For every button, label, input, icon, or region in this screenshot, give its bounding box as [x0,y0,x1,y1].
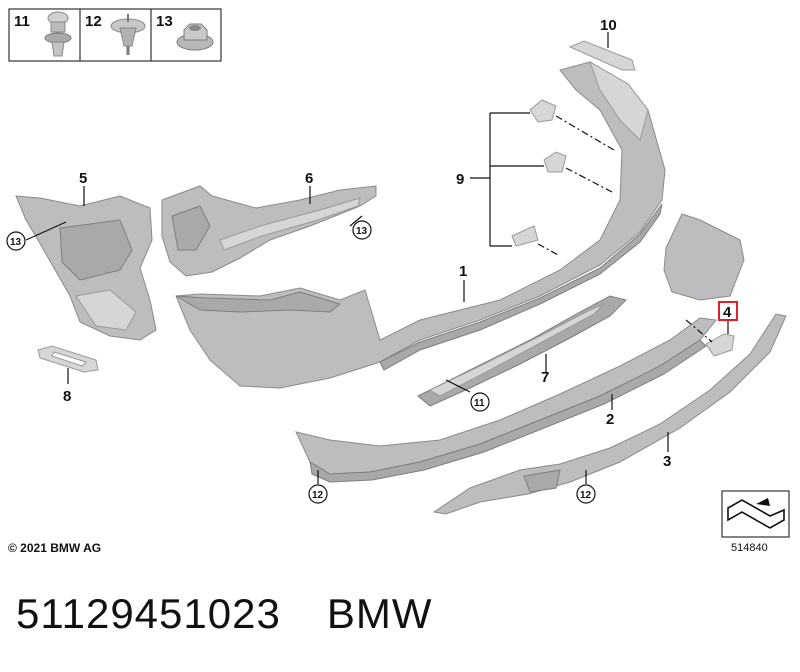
part-3-diffuser [432,313,787,515]
legend-number-12: 12 [85,13,102,30]
callout-circled-12-left: 12 [312,490,324,501]
callout-10: 10 [600,17,617,34]
callout-circled-12-right: 12 [580,490,592,501]
callout-2: 2 [606,411,614,428]
expanding-rivet-12-icon [110,14,146,55]
part-5-left-bracket [15,195,157,341]
caption: 51129451023 BMW [16,590,432,638]
callout-circled-13-left: 13 [10,237,22,248]
legend-number-11: 11 [14,13,30,30]
callout-circled-13-right: 13 [356,226,368,237]
callout-6: 6 [305,170,313,187]
callout-4: 4 [723,304,732,321]
callout-9: 9 [456,171,464,188]
part-2-lower-trim [295,317,717,483]
diagram-number: 514840 [731,542,768,554]
callout-1: 1 [459,263,467,280]
fastener-legend: 11 12 13 [8,8,222,62]
part-right-cover [663,213,745,301]
leader-lines [25,32,729,484]
brand-name: BMW [326,590,433,637]
callout-7: 7 [541,369,549,386]
callout-4-highlight [718,301,738,321]
callout-8: 8 [63,388,71,405]
callouts: 10 9 1 5 6 8 7 2 3 4 13 13 11 12 12 [6,17,738,504]
callout-circled-11: 11 [474,398,485,409]
part-7-center-insert [417,295,627,407]
clip-11-icon [44,11,72,57]
orientation-icon [721,490,790,538]
part-9-brackets [511,99,567,247]
part-6-guide-bracket [161,185,377,277]
legend-number-13: 13 [156,13,173,30]
part-8-trim-insert [37,345,99,373]
callout-5: 5 [79,170,87,187]
part-4-cap [705,333,735,357]
part-1-bumper-panel [175,60,666,389]
part-number: 51129451023 [16,590,281,637]
copyright-notice: © 2021 BMW AG [8,541,102,555]
callout-3: 3 [663,453,671,470]
part-10-trim-strip [568,40,636,71]
flange-nut-13-icon [176,23,214,51]
